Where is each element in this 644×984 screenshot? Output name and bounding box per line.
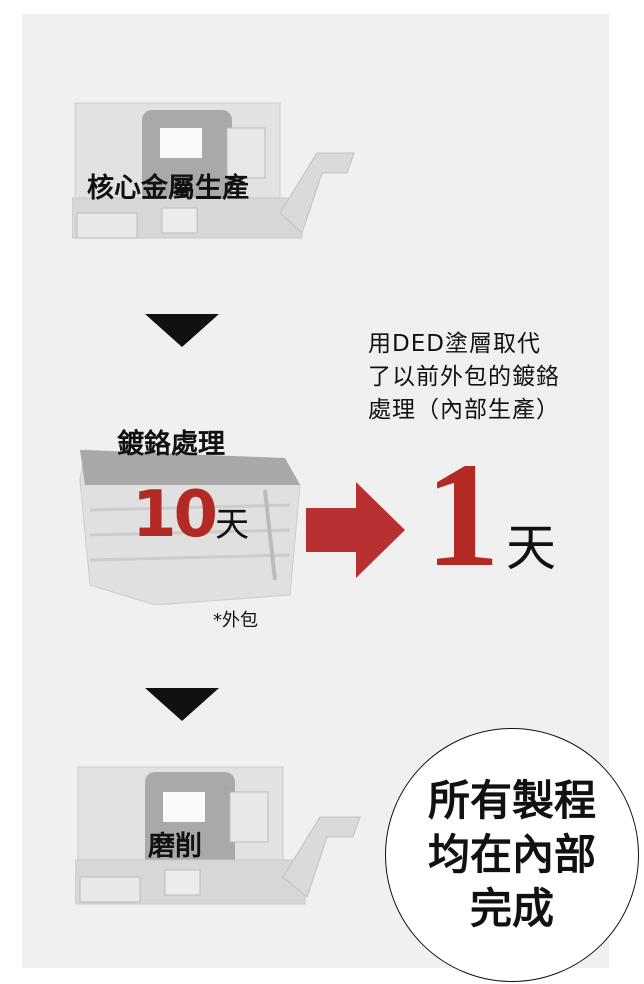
cnc-machine-illustration xyxy=(75,766,361,905)
days-number: 1 xyxy=(425,432,500,598)
badge-line: 均在內部 xyxy=(427,830,596,879)
description-line: 用DED塗層取代 xyxy=(368,331,541,357)
days-unit: 天 xyxy=(215,505,250,545)
right-arrow-icon xyxy=(306,482,405,578)
step-chrome-plating-label: 鍍鉻處理 xyxy=(117,429,225,460)
days-number: 10 xyxy=(132,478,218,552)
badge-line: 所有製程 xyxy=(427,776,596,825)
step-core-metal-production-label: 核心金屬生產 xyxy=(87,173,249,204)
description-line: 處理（內部生產） xyxy=(368,397,560,423)
outsourced-days: 10天 xyxy=(132,478,249,552)
all-in-house-badge: 所有製程 均在內部 完成 xyxy=(385,728,639,982)
description-line: 了以前外包的鍍鉻 xyxy=(368,364,560,390)
plating-tank-illustration xyxy=(79,449,301,605)
outsourced-note: *外包 xyxy=(213,610,258,631)
cnc-machine-illustration xyxy=(72,102,355,239)
down-arrow-icon xyxy=(145,314,219,347)
down-arrow-icon xyxy=(145,688,219,721)
replacement-description: 用DED塗層取代 了以前外包的鍍鉻 處理（內部生產） xyxy=(368,328,560,427)
badge-line: 完成 xyxy=(469,884,554,933)
days-unit: 天 xyxy=(506,519,556,577)
step-grinding-label: 磨削 xyxy=(148,831,202,862)
